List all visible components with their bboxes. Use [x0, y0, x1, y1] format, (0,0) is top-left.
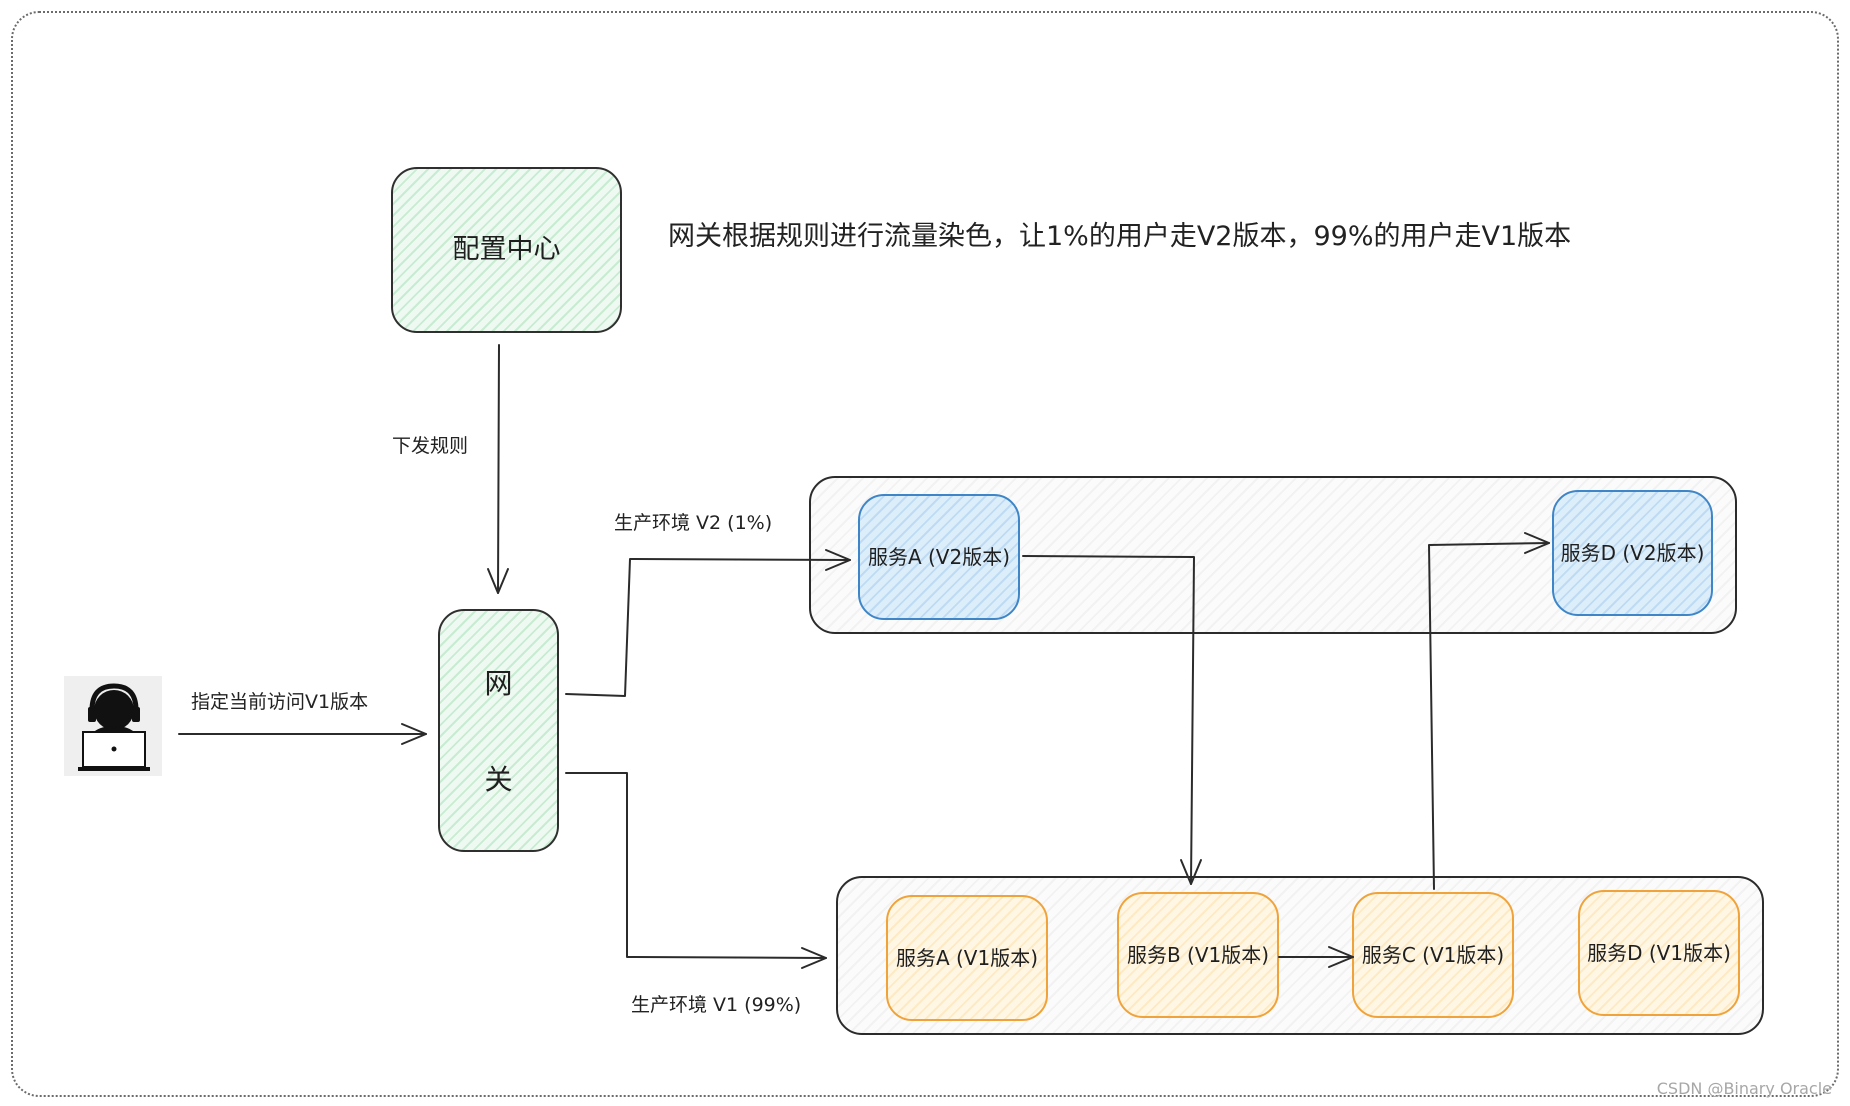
dispatch-rules-label: 下发规则: [392, 435, 469, 457]
service-a-v2-to-service-b-v1-route: [1022, 555, 1195, 885]
service-a-v1-node: 服务A (V1版本): [886, 895, 1048, 1021]
gateway-to-v2-arrowhead: [825, 549, 851, 571]
user-to-gateway-arrowhead: [401, 723, 427, 745]
service-a-v2-to-service-b-v1-arrowhead: [1180, 859, 1202, 885]
csdn-watermark: CSDN @Binary Oracle: [1656, 1079, 1832, 1098]
config-to-gateway-arrow: [497, 344, 500, 594]
traffic-dyeing-headline: 网关根据规则进行流量染色，让1%的用户走V2版本，99%的用户走V1版本: [668, 221, 1572, 252]
service-d-v2-label: 服务D (V2版本): [1560, 541, 1705, 565]
service-a-v2-label: 服务A (V2版本): [867, 545, 1011, 569]
config-center-label: 配置中心: [452, 233, 561, 265]
service-d-v1-node: 服务D (V1版本): [1578, 890, 1740, 1016]
gateway-to-v1-route: [565, 772, 827, 959]
gateway-label-bottom: 关: [484, 763, 513, 796]
gateway-label-top: 网: [484, 667, 513, 700]
service-c-v1-to-service-d-v2-route: [1428, 542, 1550, 890]
service-d-v2-node: 服务D (V2版本): [1552, 490, 1713, 616]
gateway-to-v2-route: [565, 558, 851, 697]
service-c-v1-label: 服务C (V1版本): [1361, 943, 1505, 967]
service-b-v1-label: 服务B (V1版本): [1126, 943, 1270, 967]
service-d-v1-label: 服务D (V1版本): [1587, 941, 1731, 965]
route-v2-label: 生产环境 V2 (1%): [614, 512, 773, 534]
config-center-node: 配置中心: [391, 167, 622, 333]
config-to-gateway-arrowhead: [487, 568, 509, 594]
gateway-node: 网 关: [438, 609, 559, 852]
service-b-v1-to-service-c-v1-arrowhead: [1328, 946, 1354, 968]
service-a-v1-label: 服务A (V1版本): [895, 946, 1039, 970]
service-c-v1-to-service-d-v2-arrowhead: [1524, 532, 1550, 554]
gateway-to-v1-arrowhead: [801, 947, 827, 969]
user-request-label: 指定当前访问V1版本: [191, 691, 369, 713]
service-a-v2-node: 服务A (V2版本): [858, 494, 1020, 620]
service-b-v1-node: 服务B (V1版本): [1117, 892, 1279, 1018]
service-c-v1-node: 服务C (V1版本): [1352, 892, 1514, 1018]
route-v1-label: 生产环境 V1 (99%): [631, 994, 802, 1016]
user-laptop-headset-icon: [64, 676, 162, 776]
dotted-outer-frame: [11, 11, 1839, 1097]
